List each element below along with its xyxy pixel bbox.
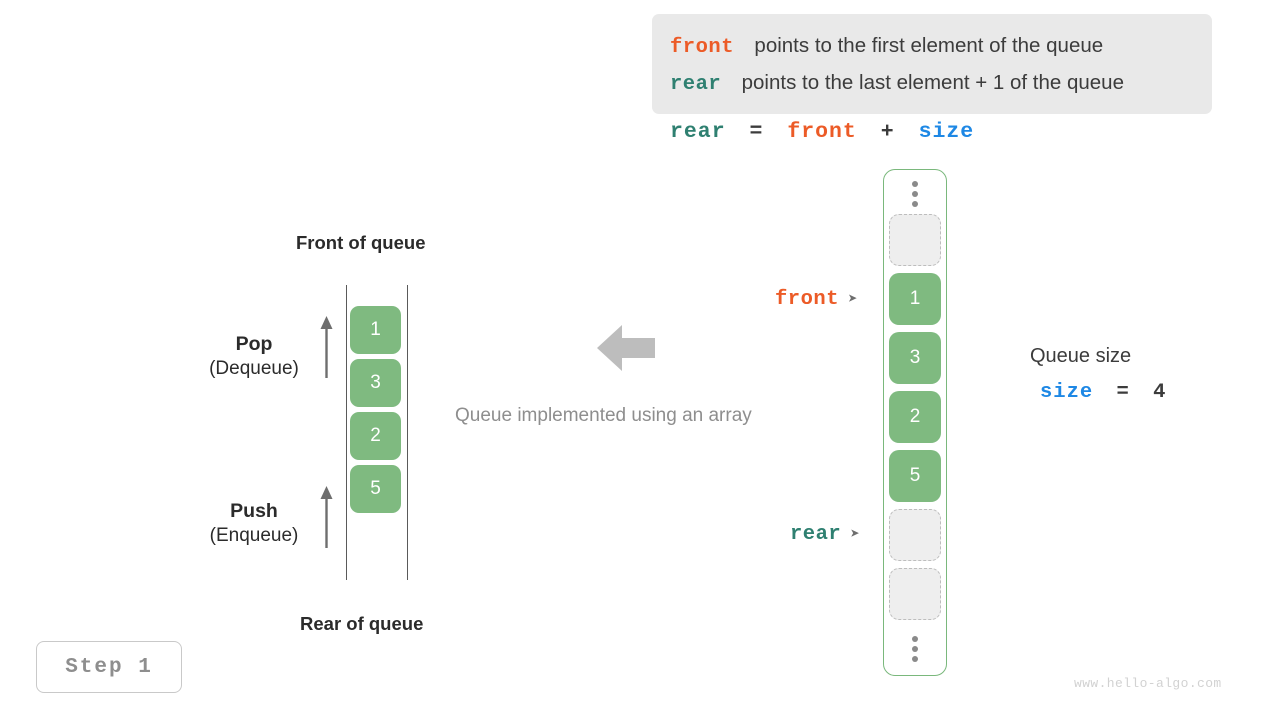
push-operation-label: Push (Enqueue) (196, 500, 312, 547)
pop-subtitle: (Dequeue) (209, 358, 299, 379)
array-cell-filled: 3 (889, 332, 941, 384)
legend-text-rear: points to the last element + 1 of the qu… (741, 71, 1124, 94)
arrow-right-icon-front: ➤ (848, 290, 859, 309)
formula-rear-equals-front-plus-size: rear = front + size (670, 120, 974, 144)
array-cell-filled: 2 (889, 391, 941, 443)
pop-title: Pop (235, 333, 273, 355)
queue-cell: 5 (350, 465, 401, 513)
legend-box: front points to the first element of the… (652, 14, 1212, 114)
arrow-up-icon-push (319, 486, 334, 553)
legend-text-front: points to the first element of the queue (754, 34, 1104, 57)
formula-plus: + (880, 120, 895, 144)
push-title: Push (230, 500, 278, 522)
array-cell-empty (889, 214, 941, 266)
pointer-front-label: front (775, 288, 840, 311)
queue-size-value: size = 4 (1030, 381, 1166, 404)
queue-rail-left (346, 285, 347, 580)
queue-cell: 3 (350, 359, 401, 407)
ellipsis-icon-top (911, 181, 919, 207)
legend-keyword-front: front (670, 36, 735, 59)
arrow-right-icon-rear: ➤ (850, 525, 861, 544)
queue-cell: 1 (350, 306, 401, 354)
size-equals: = (1116, 381, 1130, 404)
queue-rail-right (407, 285, 408, 580)
array-cell-filled: 5 (889, 450, 941, 502)
pointer-rear-label: rear (790, 523, 842, 546)
center-caption: Queue implemented using an array (455, 405, 752, 426)
array-cell-empty (889, 568, 941, 620)
size-keyword: size (1040, 381, 1094, 404)
formula-equals: = (749, 120, 764, 144)
formula-lhs-rear: rear (670, 120, 726, 144)
pop-operation-label: Pop (Dequeue) (196, 333, 312, 380)
legend-line-front: front points to the first element of the… (670, 27, 1194, 64)
watermark: www.hello-algo.com (1074, 676, 1222, 691)
size-number: 4 (1153, 381, 1167, 404)
array-cell-empty (889, 509, 941, 561)
legend-keyword-rear: rear (670, 73, 722, 96)
arrow-left-icon (597, 323, 655, 378)
arrow-up-icon-pop (319, 316, 334, 383)
pointer-front: front ➤ (775, 288, 858, 311)
formula-rhs-size: size (918, 120, 975, 144)
step-badge: Step 1 (36, 641, 182, 693)
formula-rhs-front: front (787, 120, 857, 144)
ellipsis-icon-bottom (911, 636, 919, 662)
pointer-rear: rear ➤ (790, 523, 860, 546)
push-subtitle: (Enqueue) (209, 525, 299, 546)
front-of-queue-label: Front of queue (296, 232, 426, 253)
queue-size-title: Queue size (1030, 345, 1132, 367)
rear-of-queue-label: Rear of queue (300, 613, 424, 634)
array-cell-filled: 1 (889, 273, 941, 325)
legend-line-rear: rear points to the last element + 1 of t… (670, 64, 1194, 101)
queue-cell: 2 (350, 412, 401, 460)
